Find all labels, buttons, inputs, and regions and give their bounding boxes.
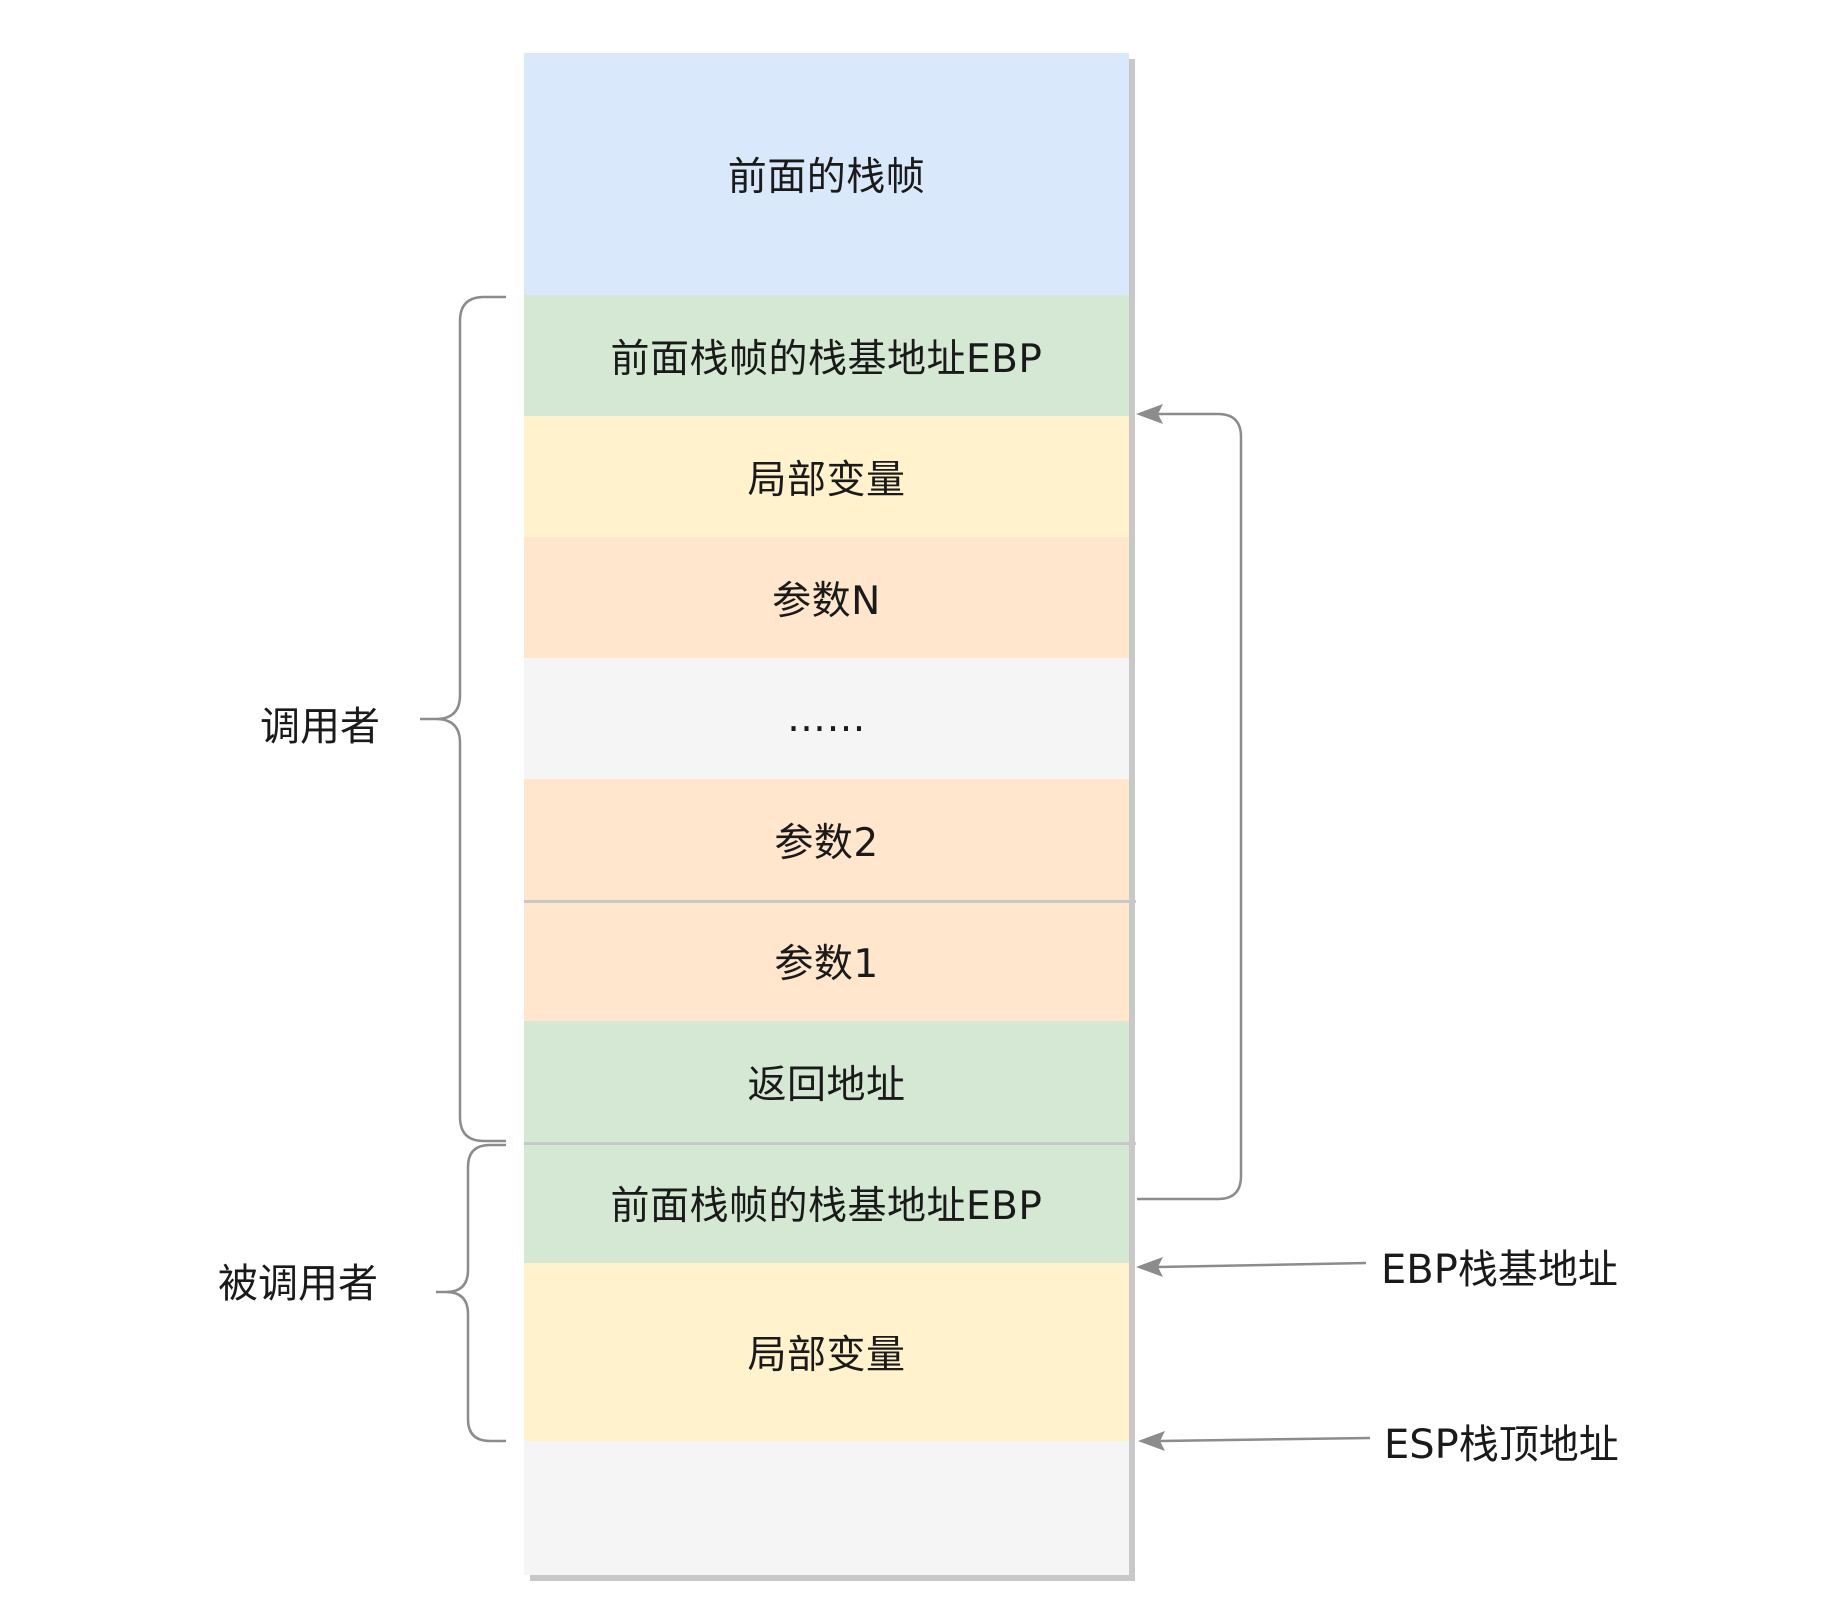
caller-brace xyxy=(420,295,506,1143)
stack-block-label: 参数1 xyxy=(774,941,879,987)
ebp-pointer-line xyxy=(1157,1261,1367,1269)
stack-block-saved-ebp-callee: 前面栈帧的栈基地址EBP xyxy=(524,1142,1129,1263)
stack-block-param-2: 参数2 xyxy=(524,779,1129,900)
esp-pointer-arrowhead xyxy=(1138,1431,1165,1451)
stack-block-label: 返回地址 xyxy=(747,1062,906,1108)
saved-ebp-link-arrowhead xyxy=(1136,404,1163,424)
caller-label: 调用者 xyxy=(260,704,380,750)
stack-block-label: 前面栈帧的栈基地址EBP xyxy=(610,336,1043,382)
saved-ebp-link-line xyxy=(1137,412,1243,1201)
stack-separator xyxy=(524,900,1136,903)
stack-block-empty xyxy=(524,1441,1129,1575)
stack-block-label: 参数2 xyxy=(774,820,879,866)
stack-block-label: 局部变量 xyxy=(747,1333,906,1378)
callee-brace xyxy=(436,1143,506,1443)
stack-block-return-address: 返回地址 xyxy=(524,1021,1129,1142)
stack-block-local-vars-callee: 局部变量 xyxy=(524,1263,1129,1441)
esp-pointer-label: ESP栈顶地址 xyxy=(1384,1422,1619,1468)
ebp-pointer-arrowhead xyxy=(1136,1257,1163,1277)
stack-block-label: …… xyxy=(787,696,866,741)
stack-block-saved-ebp-caller: 前面栈帧的栈基地址EBP xyxy=(524,295,1129,416)
stack-block-previous-frames: 前面的栈帧 xyxy=(524,53,1129,295)
stack-block-param-1: 参数1 xyxy=(524,900,1129,1021)
callee-label: 被调用者 xyxy=(218,1261,378,1307)
stack-block-param-n: 参数N xyxy=(524,537,1129,658)
stack-block-label: 参数N xyxy=(772,578,881,624)
stack-block-label: 前面的栈帧 xyxy=(727,155,926,200)
call-stack: 前面的栈帧 前面栈帧的栈基地址EBP 局部变量 参数N …… 参数2 参数1 返… xyxy=(524,53,1136,1575)
stack-block-ellipsis: …… xyxy=(524,658,1129,779)
stack-separator xyxy=(524,1142,1136,1145)
stack-block-label: 局部变量 xyxy=(747,457,906,503)
ebp-pointer-label: EBP栈基地址 xyxy=(1381,1247,1618,1293)
stack-block-label: 前面栈帧的栈基地址EBP xyxy=(610,1183,1043,1229)
stack-block-local-vars-caller: 局部变量 xyxy=(524,416,1129,537)
esp-pointer-line xyxy=(1159,1436,1371,1443)
